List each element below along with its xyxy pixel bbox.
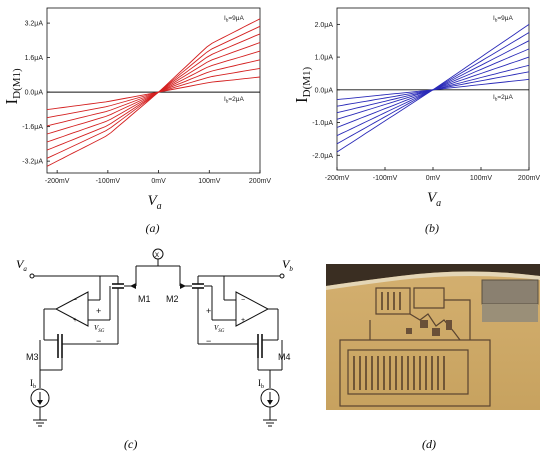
terminal-va: [29, 273, 35, 279]
label-ib-left: Ib: [30, 378, 36, 390]
svg-text:+: +: [241, 317, 245, 324]
series-line-2: [336, 32, 530, 145]
x-tick-label: -200mV: [325, 175, 350, 182]
vsg-right: VSG: [214, 324, 225, 334]
annotation-ib-max: Ib=9μA: [224, 15, 244, 23]
x-tick-label: 100mV: [198, 178, 221, 185]
chart-b: 2.0μA 1.0μA 0.0μA -1.0μA -2.0μA -200mV -100mV 0…: [292, 7, 541, 235]
current-source-right: [260, 370, 280, 427]
y-tick-label: -1.6μA: [22, 124, 43, 131]
x-tick-label: 200mV: [518, 175, 541, 182]
series-line-4: [46, 42, 261, 143]
series-line-5: [46, 50, 261, 135]
transistor-m3: [39, 334, 118, 371]
terminal-vb: [279, 273, 285, 279]
panel-label-b: (b): [425, 221, 439, 235]
ammeter: x: [150, 248, 166, 267]
panel-b: 2.0μA 1.0μA 0.0μA -1.0μA -2.0μA -200mV -100mV 0…: [275, 0, 550, 240]
x-tick-label: 0mV: [426, 175, 441, 182]
series-line-5: [336, 56, 530, 120]
x-tick-label: -200mV: [45, 178, 70, 185]
series-line-3: [336, 40, 530, 137]
annotation-ib-min: Ib=2μA: [224, 96, 244, 104]
label-m4: M4: [278, 352, 291, 362]
panel-label-c: (c): [124, 437, 137, 451]
svg-text:x: x: [155, 250, 159, 259]
x-axis-label: Va: [427, 190, 441, 209]
y-axis-label: ID(M1): [292, 66, 313, 103]
label-m3: M3: [26, 352, 39, 362]
series-line-8: [46, 76, 261, 111]
vsg-right-plus: +: [206, 306, 211, 316]
label-va: Va: [16, 257, 27, 273]
y-axis-label: ID(M1): [2, 68, 23, 105]
vsg-right-minus: −: [206, 336, 211, 346]
chart-a: 3.2μA 1.6μA 0.0μA -1.6μA -3.2μA -200mV -100mV 0…: [2, 7, 272, 235]
series-line-6: [46, 59, 261, 127]
series-line-6: [336, 64, 530, 114]
y-tick-label: 2.0μA: [315, 22, 334, 29]
chip-micrograph: (d): [326, 264, 540, 451]
x-tick-label: 100mV: [470, 175, 493, 182]
label-m1: M1: [138, 294, 151, 304]
opamp-right: − +: [204, 276, 279, 340]
series-line-7: [336, 71, 530, 107]
transistor-m1: [112, 265, 150, 344]
y-tick-label: -2.0μA: [312, 153, 333, 160]
annotation-ib-min: Ib=2μA: [493, 94, 513, 102]
panel-label-a: (a): [146, 221, 160, 235]
vsg-left-minus: −: [96, 336, 101, 346]
panel-label-d: (d): [422, 437, 436, 451]
label-m2: M2: [166, 294, 179, 304]
transistor-m2: [166, 265, 204, 344]
y-tick-label: 3.2μA: [25, 21, 44, 28]
y-tick-label: 0.0μA: [315, 87, 334, 94]
series-line-4: [336, 48, 530, 128]
y-tick-label: 0.0μA: [25, 90, 44, 97]
svg-text:−: −: [241, 297, 245, 304]
x-tick-label: -100mV: [96, 178, 121, 185]
series-line-1: [336, 24, 530, 153]
x-tick-label: 0mV: [151, 178, 166, 185]
opamp-left: − +: [43, 276, 111, 340]
series-line-8: [336, 78, 530, 101]
y-tick-label: 1.6μA: [25, 55, 44, 62]
x-tick-label: 200mV: [249, 178, 272, 185]
svg-text:+: +: [73, 317, 77, 324]
x-tick-label: -100mV: [373, 175, 398, 182]
svg-text:−: −: [73, 297, 77, 304]
label-vb: Vb: [282, 257, 293, 273]
circuit-diagram: Va Vb M1 x: [16, 248, 293, 451]
panel-c-circuit: Va Vb M1 x: [0, 240, 310, 456]
y-tick-label: -3.2μA: [22, 159, 43, 166]
vsg-left-plus: +: [96, 306, 101, 316]
panel-d-micrograph: (d): [310, 240, 550, 456]
annotation-ib-max: Ib=9μA: [493, 15, 513, 23]
vsg-left: VSG: [94, 324, 105, 334]
x-axis-label: Va: [148, 193, 162, 212]
y-tick-label: 1.0μA: [315, 55, 334, 62]
panel-a: 3.2μA 1.6μA 0.0μA -1.6μA -3.2μA -200mV -100mV 0…: [0, 0, 275, 240]
plot-frame: [46, 7, 261, 174]
plot-frame: [336, 7, 530, 171]
label-ib-right: Ib: [258, 378, 264, 390]
current-source-left: [30, 370, 50, 427]
y-tick-label: -1.0μA: [312, 120, 333, 127]
